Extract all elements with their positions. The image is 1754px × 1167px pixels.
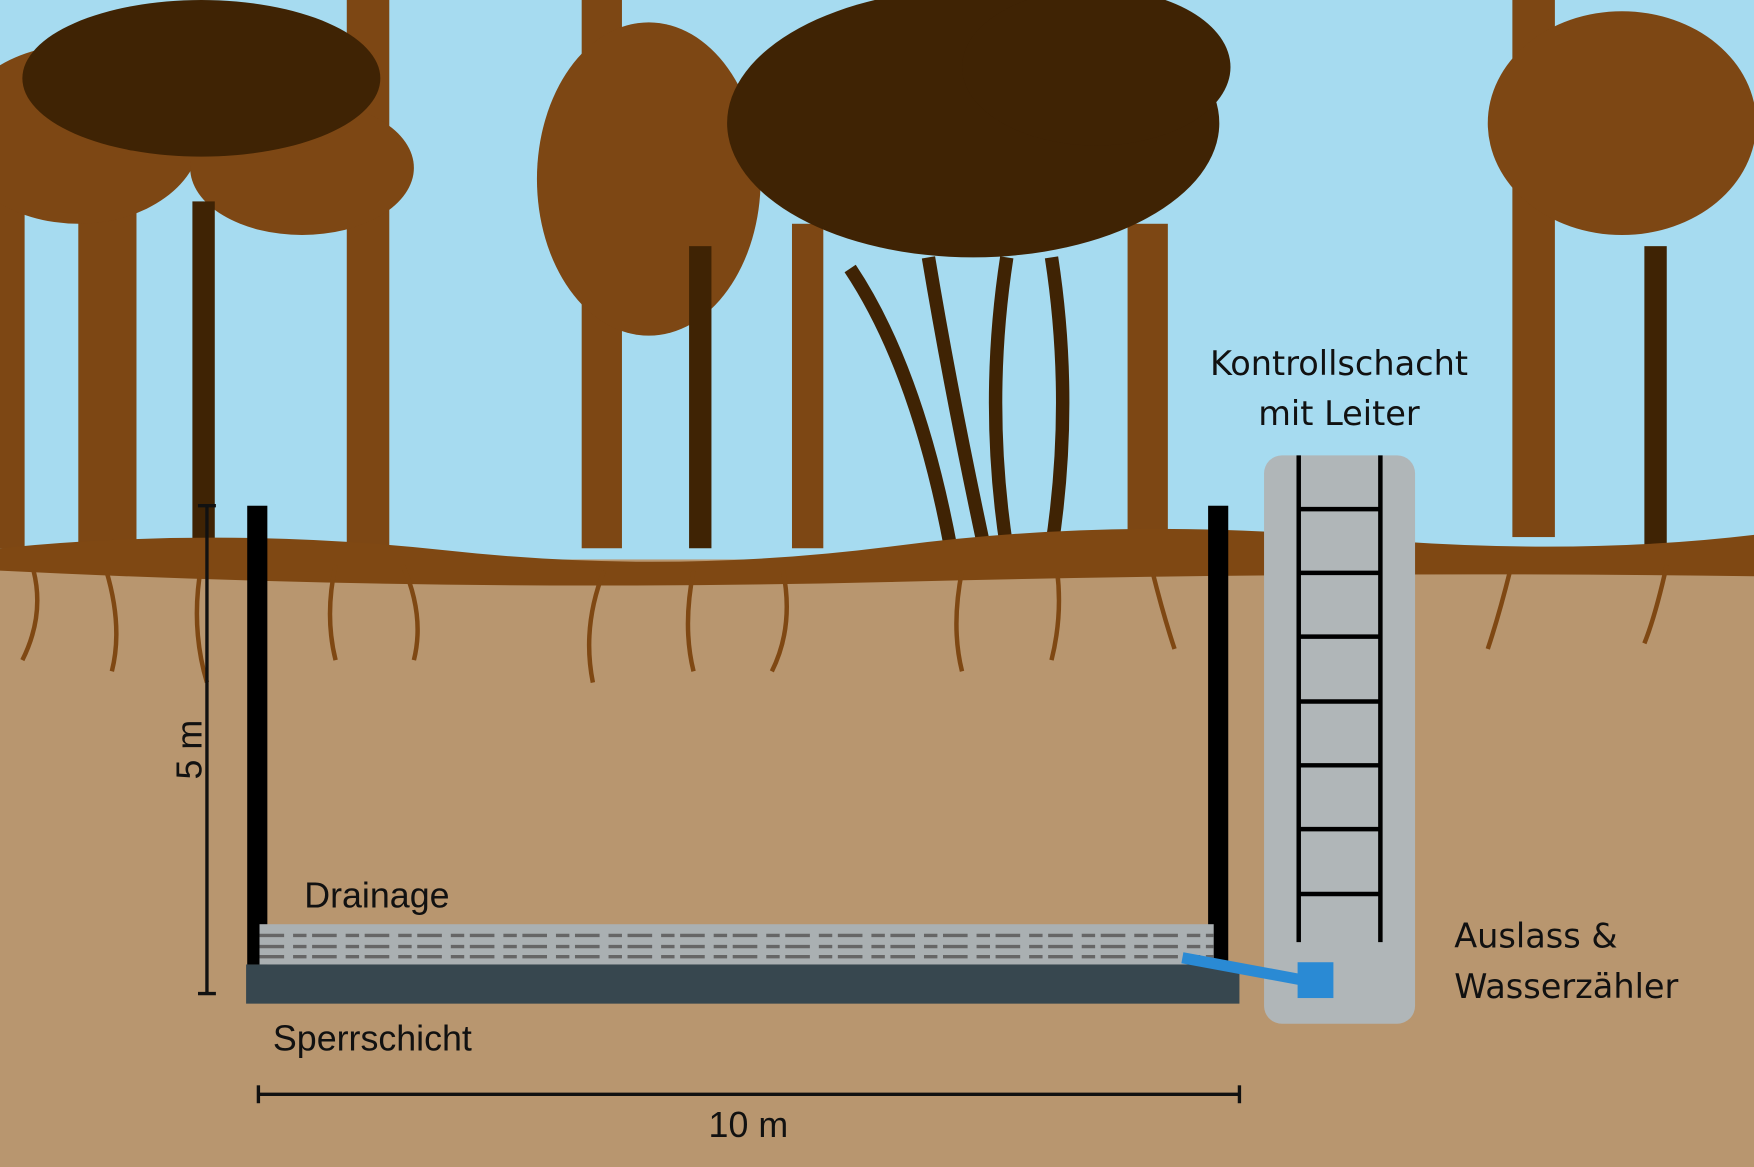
depth-label: 5 m xyxy=(169,720,209,780)
right-barrier-wall xyxy=(1208,505,1229,965)
background-trees xyxy=(0,0,1754,550)
depth-dimension xyxy=(197,504,216,996)
left-barrier-wall xyxy=(247,505,268,965)
shaft-label-line1: Kontrollschacht xyxy=(1210,344,1468,383)
drainage-layer xyxy=(259,924,1214,965)
roots xyxy=(20,564,1669,684)
width-label: 10 m xyxy=(709,1105,789,1145)
ladder xyxy=(1296,455,1383,943)
control-shaft xyxy=(1264,455,1416,1024)
outlet-label-line1: Auslass & xyxy=(1454,917,1617,956)
barrier-layer xyxy=(246,964,1240,1004)
outlet-label-line2: Wasserzähler xyxy=(1454,967,1678,1006)
outlet-pipe xyxy=(1181,952,1305,986)
barrier-label: Sperrschicht xyxy=(273,1019,472,1059)
shaft-label-line2: mit Leiter xyxy=(1258,394,1420,433)
water-meter xyxy=(1297,962,1334,999)
drainage-label: Drainage xyxy=(304,875,449,915)
width-dimension xyxy=(256,1085,1242,1104)
